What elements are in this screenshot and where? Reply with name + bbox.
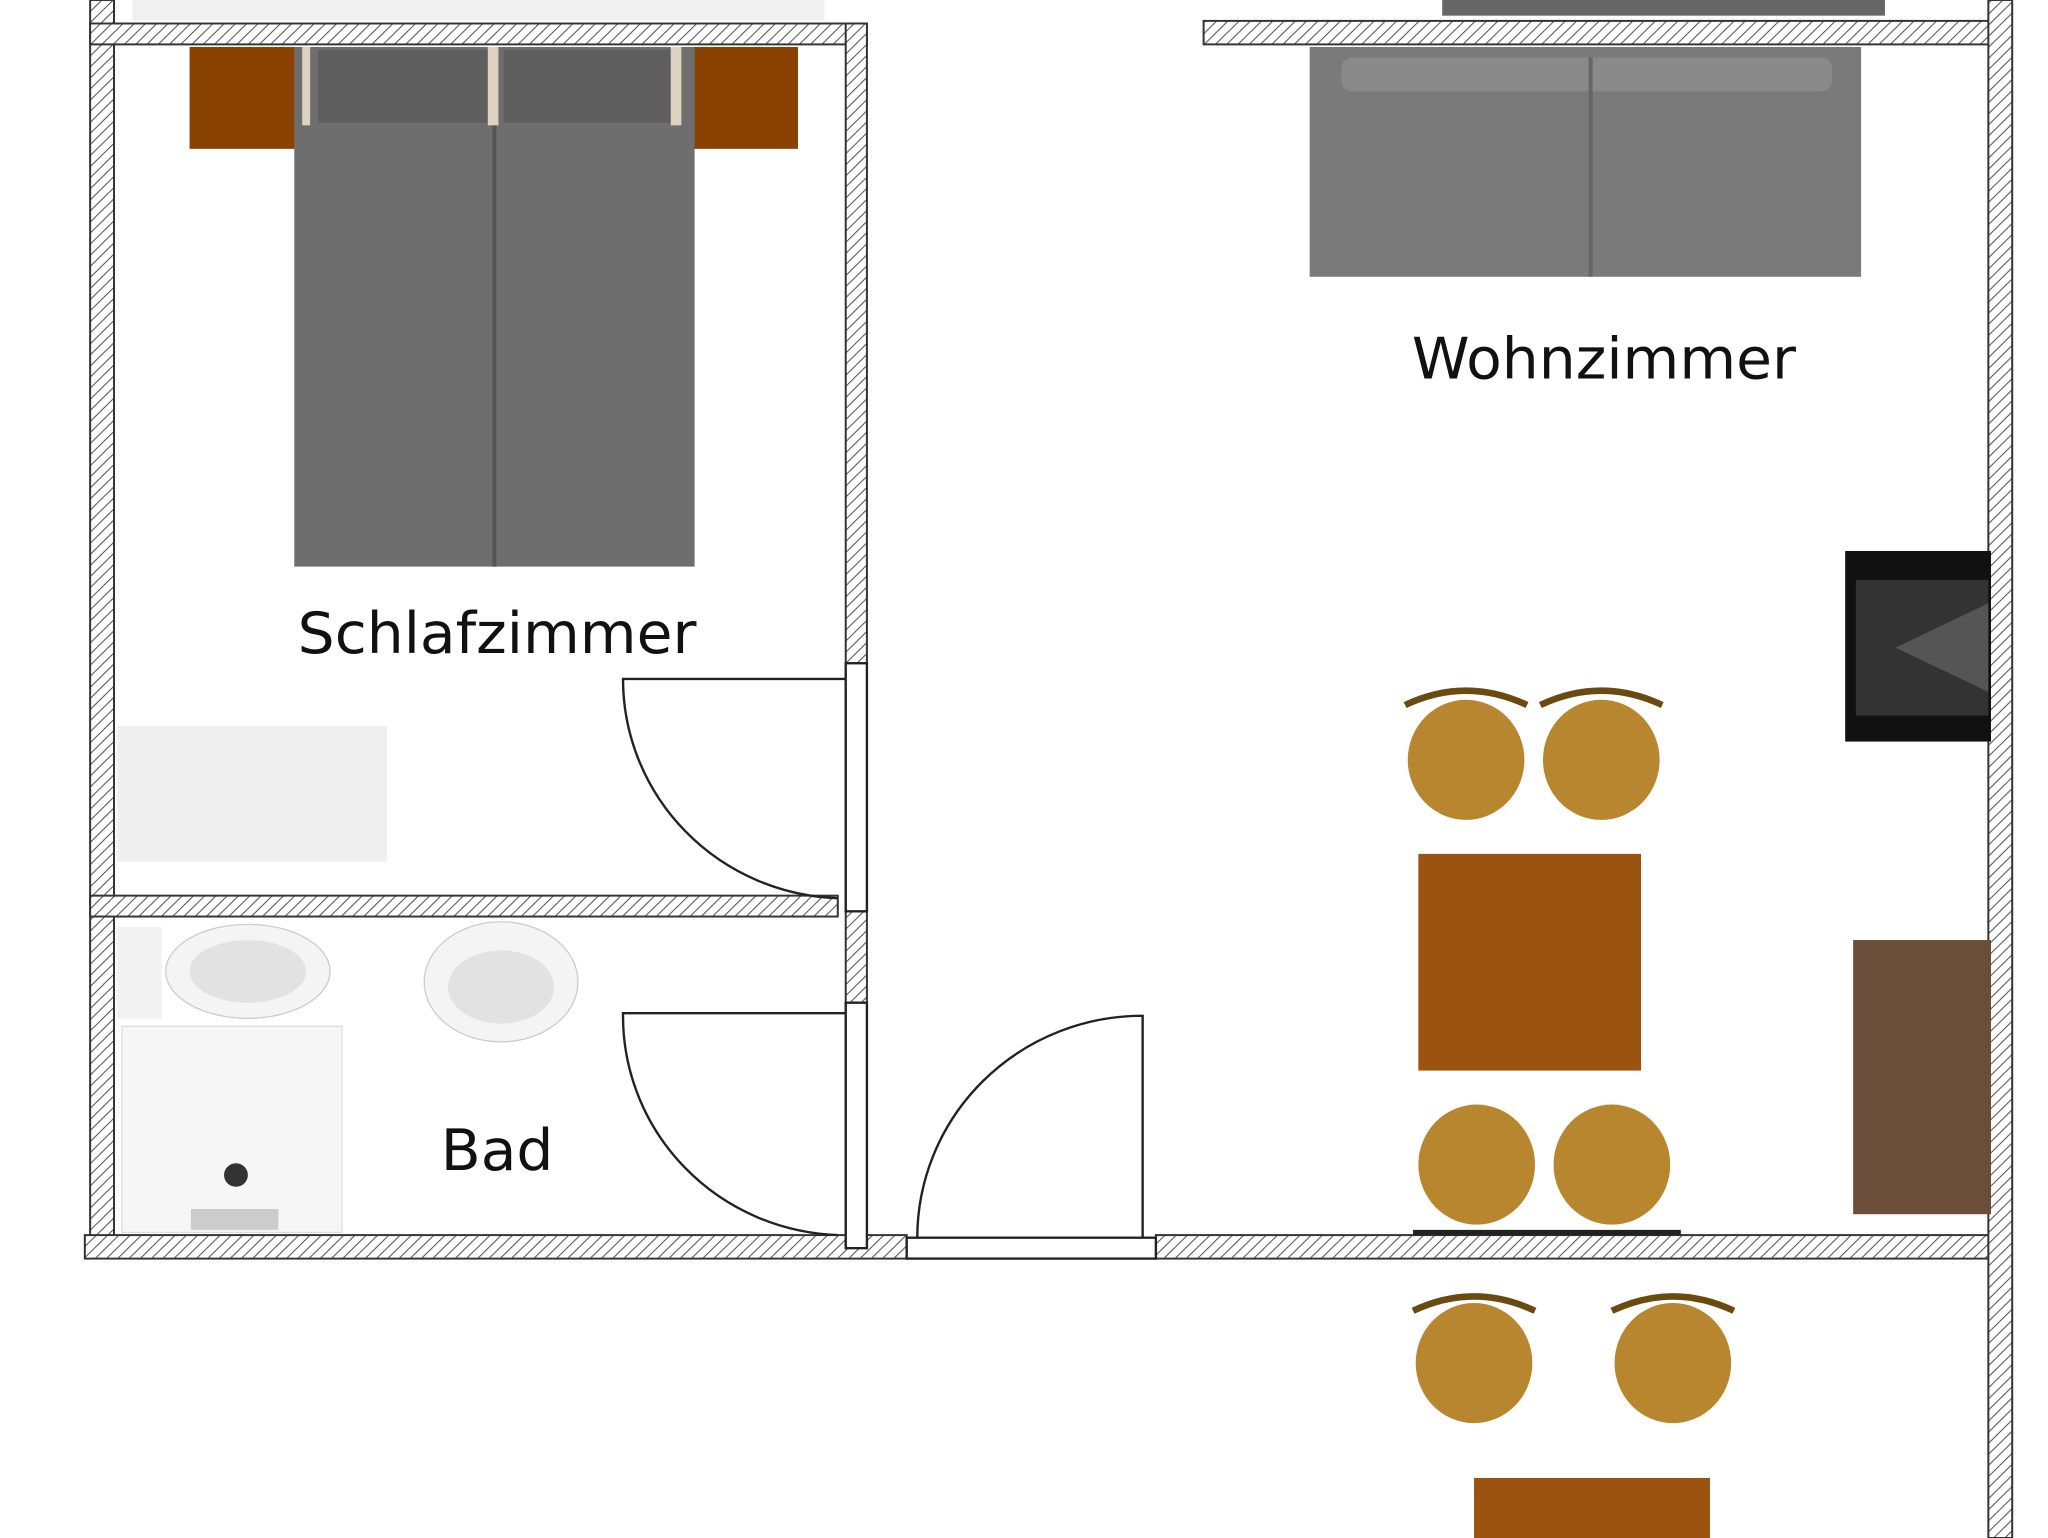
nightstand-left — [189, 47, 296, 149]
bed-icon — [294, 47, 695, 567]
room-label-schlafzimmer: Schlafzimmer — [298, 599, 697, 666]
chair-icon — [1542, 699, 1660, 820]
shelf-top — [1442, 0, 1885, 16]
chair-icon — [1553, 1104, 1671, 1225]
wall-bedroom-right — [844, 22, 868, 665]
dining-table — [1418, 853, 1642, 1071]
doors — [621, 662, 1158, 1260]
tv-icon — [1845, 550, 1992, 742]
walls — [83, 0, 2014, 1538]
dresser — [116, 725, 388, 862]
wall-living-top — [1202, 19, 1995, 46]
chair-icon — [1407, 699, 1525, 820]
chair-icon — [1418, 1104, 1536, 1225]
room-label-bad: Bad — [441, 1116, 554, 1183]
wall-bed-bath — [89, 894, 839, 918]
dining-table — [1474, 1477, 1710, 1538]
door-bedroom-swing — [621, 677, 846, 900]
room-label-wohnzimmer: Wohnzimmer — [1412, 325, 1796, 392]
toilet-icon — [116, 923, 331, 1020]
wall-bottom-right — [1154, 1234, 1995, 1260]
chair-icon — [1614, 1302, 1732, 1424]
dining-set-2 — [1411, 1293, 1736, 1538]
chair-icon — [1415, 1302, 1533, 1424]
sofa-icon — [1309, 47, 1862, 277]
dining-set-1 — [1403, 687, 1681, 1236]
wardrobe-top — [132, 0, 825, 21]
sink-icon — [423, 921, 579, 1043]
door-entrance-frame — [905, 1236, 1158, 1260]
door-bedroom-frame — [844, 662, 869, 913]
wall-bedroom-right-lower — [844, 910, 868, 1004]
wall-right-outer — [1987, 0, 2014, 1538]
door-bath-frame — [844, 1001, 869, 1250]
wall-left-outer — [89, 0, 115, 1255]
door-bath-swing — [621, 1011, 846, 1237]
wall-bedroom-top — [89, 22, 868, 46]
door-entrance-swing — [916, 1014, 1144, 1238]
cabinet — [1853, 940, 1992, 1215]
shower-icon — [121, 1025, 343, 1234]
nightstand-right — [691, 47, 798, 149]
wall-bottom-left — [83, 1234, 908, 1260]
